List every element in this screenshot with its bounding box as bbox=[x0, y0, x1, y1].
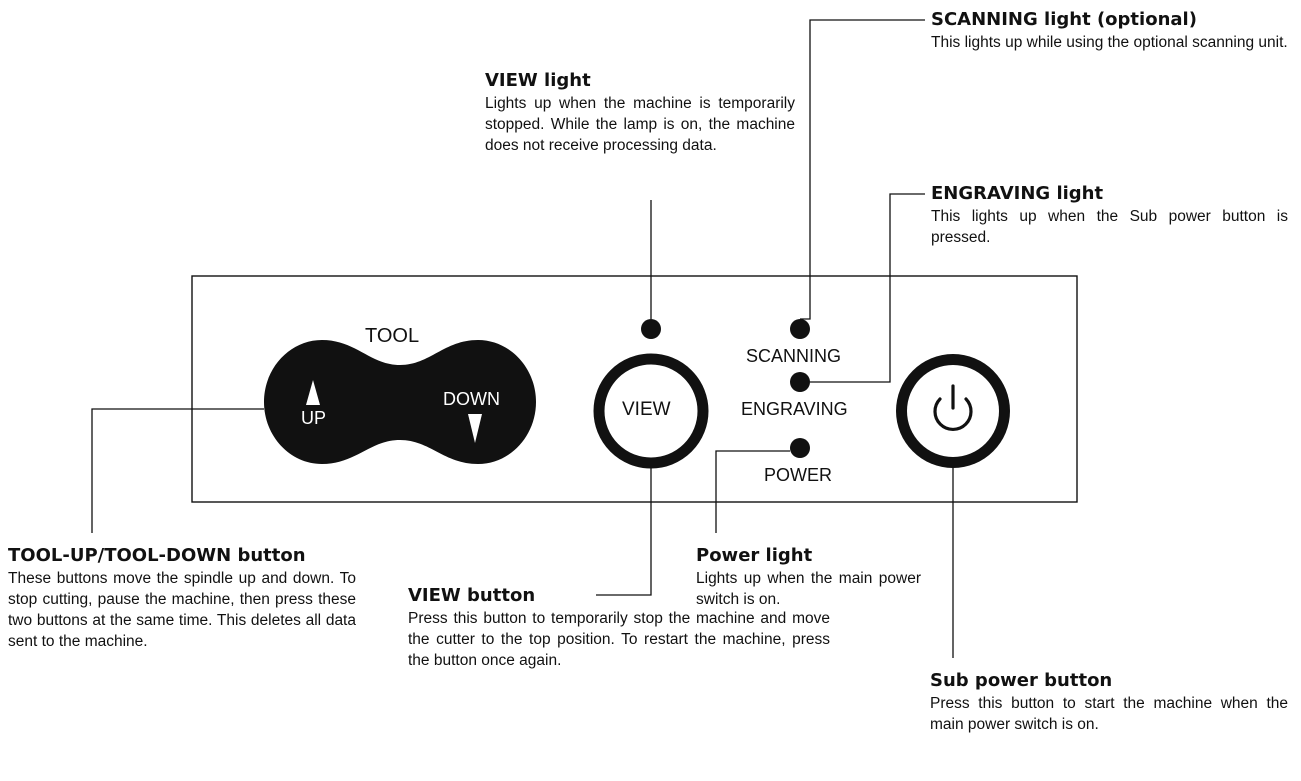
power-label: POWER bbox=[764, 465, 833, 485]
callout-engraving-light: ENGRAVING light This lights up when the … bbox=[931, 183, 1288, 248]
panel-outline bbox=[191, 275, 1078, 503]
callout-desc: These buttons move the spindle up and do… bbox=[8, 570, 356, 650]
callout-desc: Press this button to temporarily stop th… bbox=[408, 610, 830, 669]
tool-up-down-button[interactable] bbox=[264, 340, 536, 464]
callout-title: Power light bbox=[696, 545, 813, 566]
power-icon bbox=[933, 397, 973, 432]
callout-desc: This lights up when the Sub power button… bbox=[931, 208, 1288, 246]
sub-power-button[interactable] bbox=[896, 354, 1010, 468]
engraving-label: ENGRAVING bbox=[741, 399, 848, 419]
power-light-lamp bbox=[790, 438, 810, 458]
callout-power-light: Power light Lights up when the main powe… bbox=[696, 545, 921, 610]
callout-sub-power-button: Sub power button Press this button to st… bbox=[930, 670, 1288, 735]
scanning-label: SCANNING bbox=[746, 346, 842, 366]
down-label: DOWN bbox=[443, 389, 500, 409]
callout-title: Sub power button bbox=[930, 670, 1113, 691]
callout-view-button: VIEW button Press this button to tempora… bbox=[408, 585, 830, 671]
tool-button-shape bbox=[264, 340, 536, 464]
tool-label: TOOL bbox=[365, 325, 420, 347]
callout-desc: Lights up when the main power switch is … bbox=[696, 570, 921, 608]
up-arrow-icon bbox=[306, 380, 320, 405]
callout-tool-button: TOOL-UP/TOOL-DOWN button These buttons m… bbox=[8, 545, 356, 652]
callout-title: ENGRAVING light bbox=[931, 183, 1104, 204]
callout-view-light: VIEW light Lights up when the machine is… bbox=[485, 70, 795, 156]
view-light-lamp bbox=[641, 319, 661, 339]
down-arrow-icon bbox=[468, 414, 482, 443]
up-label: UP bbox=[301, 408, 327, 428]
callout-title: SCANNING light (optional) bbox=[931, 9, 1197, 30]
callout-title: VIEW light bbox=[485, 70, 591, 91]
view-button-label: VIEW bbox=[622, 399, 671, 420]
engraving-light-lamp bbox=[790, 372, 810, 392]
leader-lines bbox=[91, 19, 954, 658]
callout-desc: This lights up while using the optional … bbox=[931, 34, 1288, 51]
scanning-light-lamp bbox=[790, 319, 810, 339]
callout-desc: Lights up when the machine is temporaril… bbox=[485, 95, 795, 154]
callout-title: VIEW button bbox=[408, 585, 536, 606]
view-button[interactable] bbox=[593, 353, 709, 469]
callout-scanning-light: SCANNING light (optional) This lights up… bbox=[931, 9, 1291, 53]
callout-title: TOOL-UP/TOOL-DOWN button bbox=[8, 545, 306, 566]
callout-desc: Press this button to start the machine w… bbox=[930, 695, 1288, 733]
